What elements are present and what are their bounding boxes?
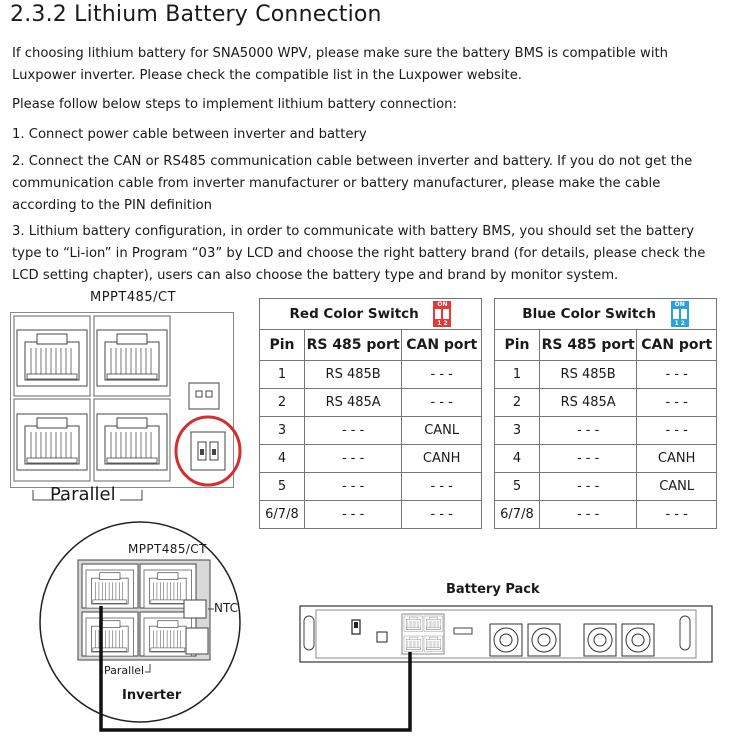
ntc-label: NTC <box>214 601 238 615</box>
table-row: 3- - -- - - <box>494 416 717 445</box>
connector-panel <box>10 312 234 488</box>
table-row: 3- - -CANL <box>259 416 482 445</box>
blue-dip-switch-icon: ON 1 2 <box>670 301 689 327</box>
column-header: RS 485 port <box>538 329 638 361</box>
section-heading: 2.3.2 Lithium Battery Connection <box>10 2 382 27</box>
table-row: 6/7/8- - -- - - <box>259 500 482 529</box>
step-1: 1. Connect power cable between inverter … <box>12 127 367 142</box>
table-row: 6/7/8- - -- - - <box>494 500 717 529</box>
intro-paragraph: If choosing lithium battery for SNA5000 … <box>12 46 669 83</box>
table-row: 5- - -CANL <box>494 472 717 501</box>
column-header: RS 485 port <box>303 329 403 361</box>
inset-parallel-label: Parallel <box>103 664 146 677</box>
table-title: Blue Color Switch ON 1 2 <box>494 298 717 330</box>
parallel-label: Parallel <box>50 484 116 505</box>
column-header: CAN port <box>401 329 482 361</box>
table-row: 4- - -CANH <box>494 444 717 473</box>
column-header: Pin <box>259 329 305 361</box>
table-row: 5- - -- - - <box>259 472 482 501</box>
blue-switch-table: Blue Color Switch ON 1 2 Pin RS 485 port… <box>494 298 717 529</box>
table-title: Red Color Switch ON 1 2 <box>259 298 482 330</box>
steps-intro: Please follow below steps to implement l… <box>12 97 457 112</box>
red-switch-table: Red Color Switch ON 1 2 Pin RS 485 port … <box>259 298 482 529</box>
table-row: 4- - -CANH <box>259 444 482 473</box>
communication-cable <box>99 606 412 732</box>
step-2: 2. Connect the CAN or RS485 communicatio… <box>12 154 693 213</box>
battery-pack-label: Battery Pack <box>446 582 540 597</box>
column-header: Pin <box>494 329 540 361</box>
column-header: CAN port <box>636 329 717 361</box>
inverter-label: Inverter <box>122 688 182 703</box>
battery-pack-outline <box>299 605 713 663</box>
inset-port-label: MPPT485/CT <box>128 542 207 556</box>
port-label: MPPT485/CT <box>90 290 177 305</box>
red-dip-switch-icon: ON 1 2 <box>433 301 452 327</box>
step-3: 3. Lithium battery configuration, in ord… <box>12 224 706 283</box>
